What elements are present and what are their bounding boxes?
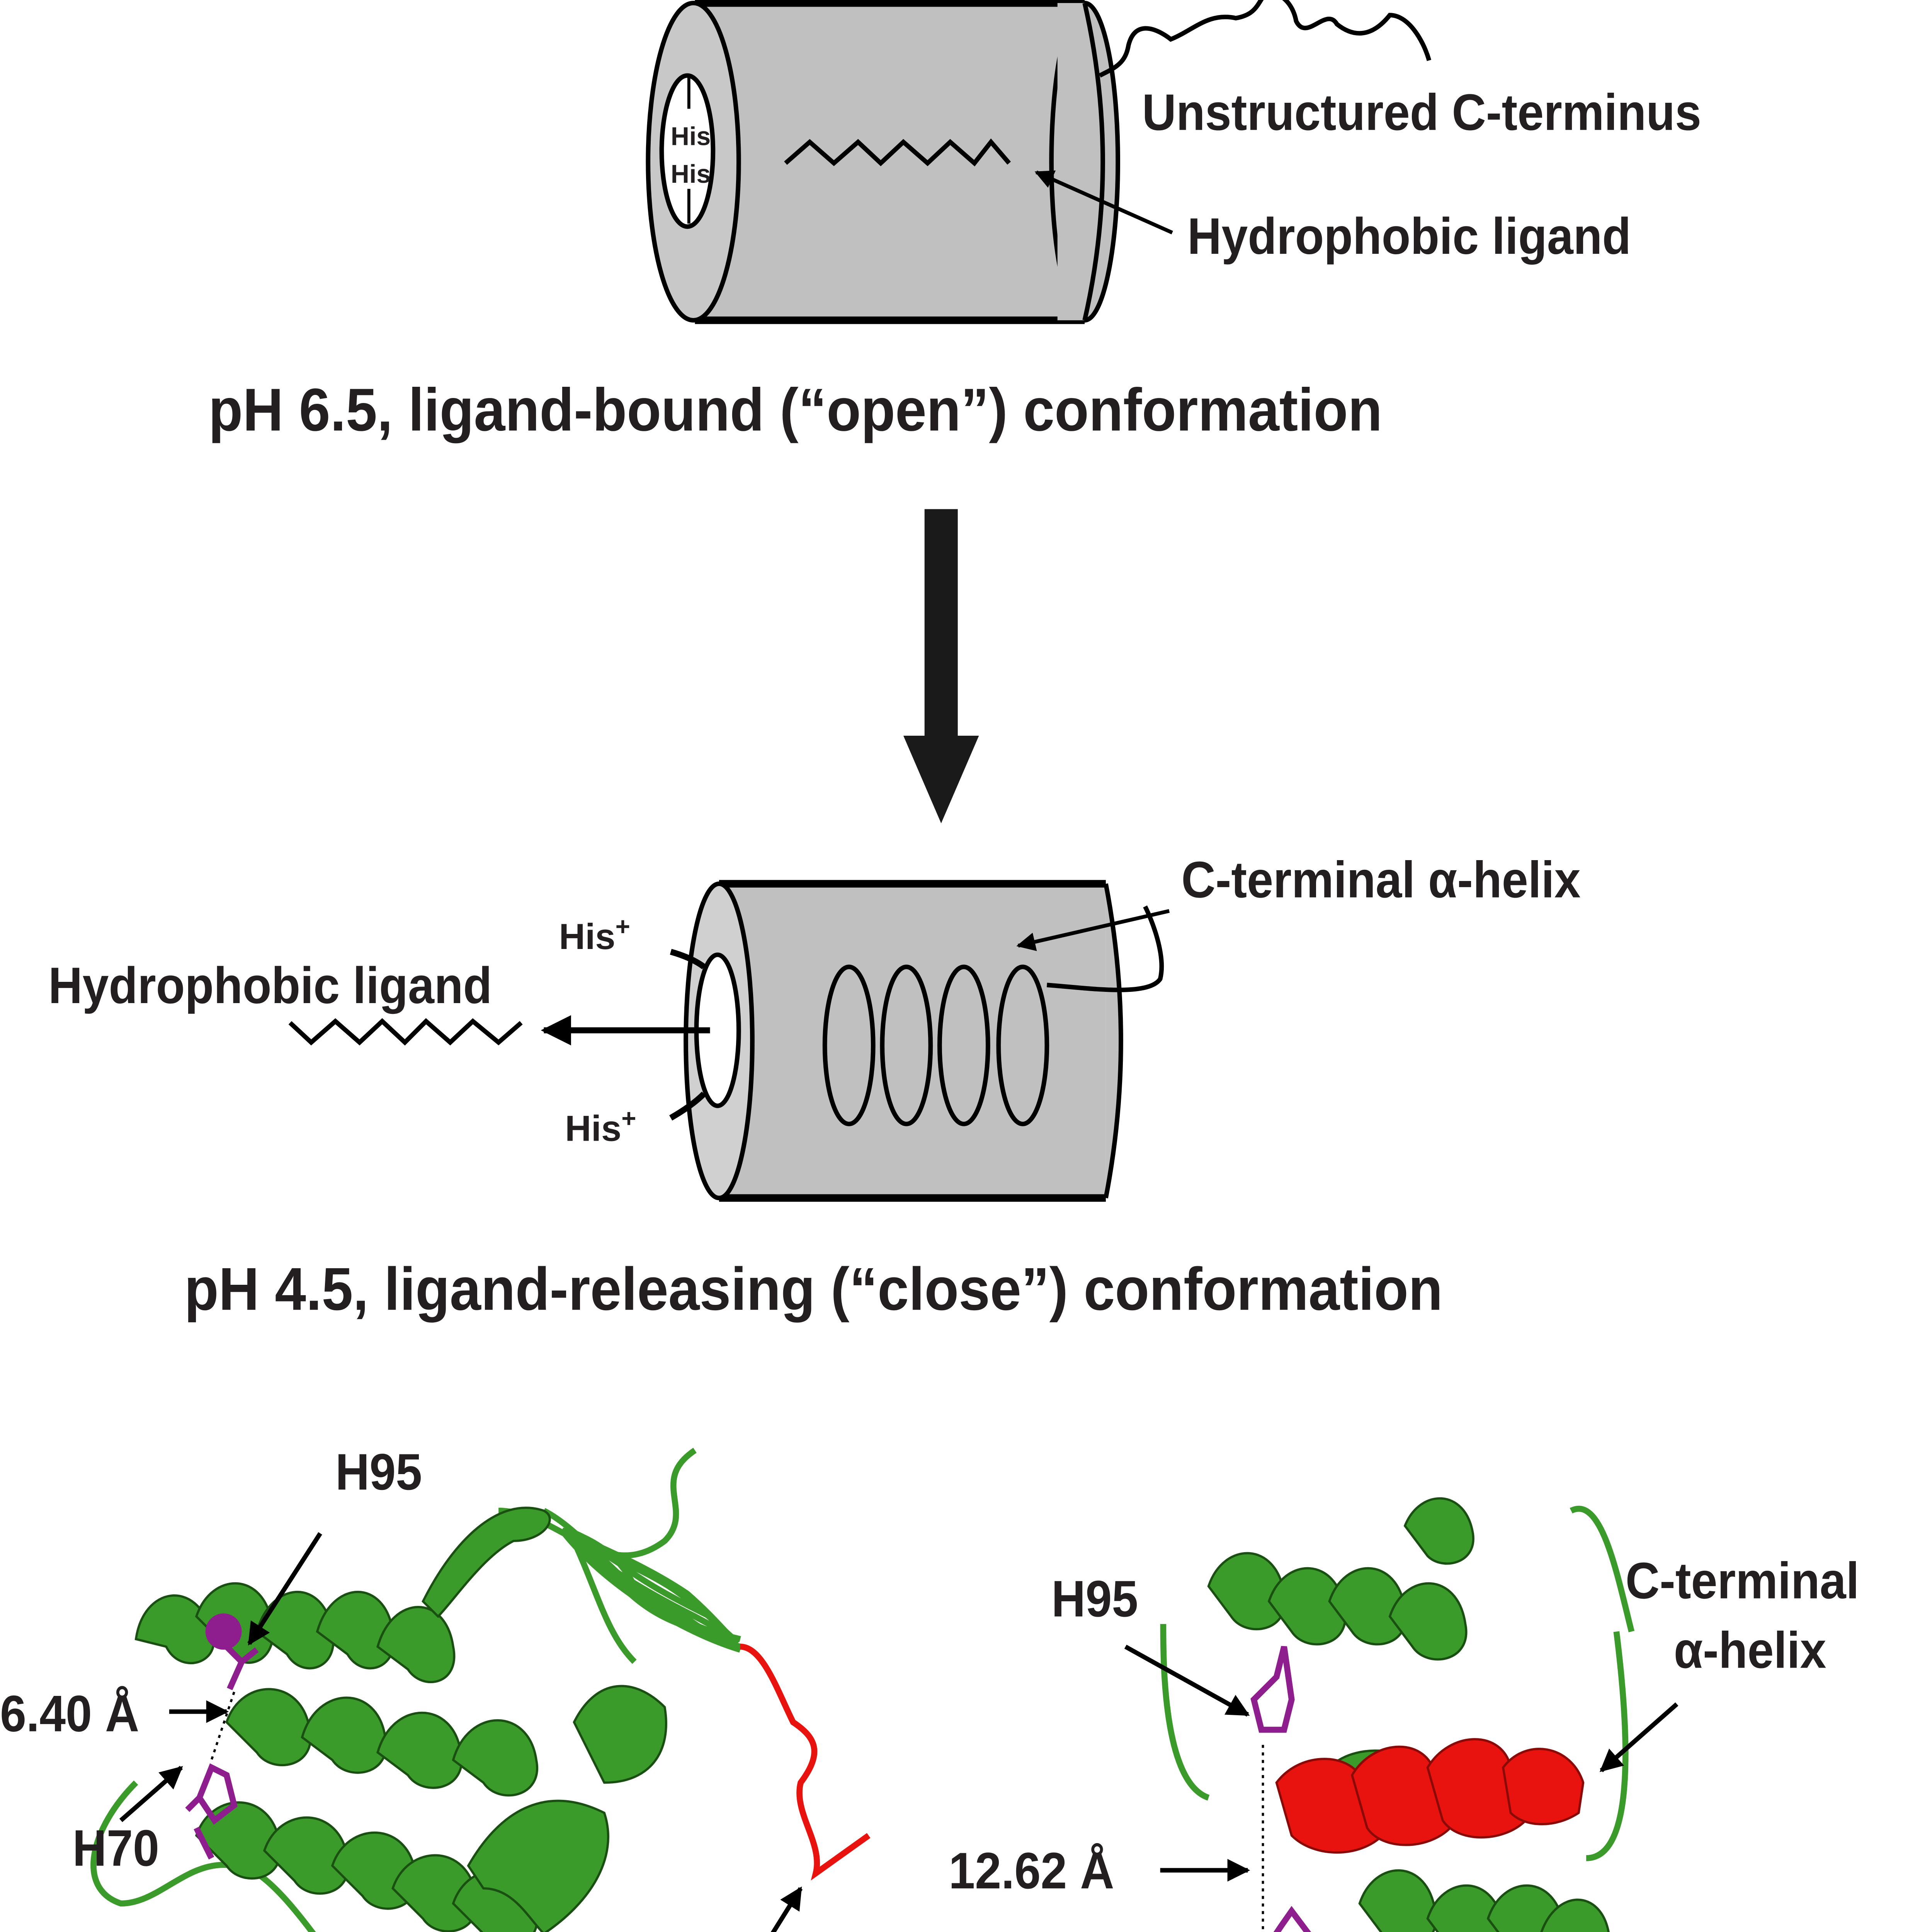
h95-pointer-arrow-icon (247, 1532, 322, 1646)
distance-label-close: 12.62 Å (949, 1843, 1114, 1901)
close-state-title: pH 4.5, ligand-releasing (“close”) confo… (184, 1257, 1443, 1323)
alpha-helix-icon (822, 905, 1164, 1126)
open-cylinder-illustration (646, 0, 1432, 324)
h95-label-close: H95 (1051, 1571, 1138, 1629)
helix-pointer-arrow-icon (1599, 1702, 1678, 1772)
down-arrow-icon (903, 509, 979, 823)
his-label-lower: His (670, 160, 711, 189)
closed-structure-render (1124, 1497, 1678, 1932)
closed-cylinder-illustration (288, 880, 1170, 1202)
h70-label-open: H70 (72, 1820, 160, 1878)
c-terminus-tail-icon (1099, 0, 1432, 78)
open-structure-render (90, 1447, 871, 1932)
helix-label: C-terminal α-helix (1181, 852, 1581, 910)
helix-pointer-arrow-icon (1016, 909, 1170, 951)
c-terminus-label: Unstructured C-terminus (1142, 84, 1702, 142)
his-plus-label-lower: His+ (565, 1104, 636, 1150)
his-label-upper: His (670, 122, 711, 151)
helix-label-close-line1: C-terminal (1625, 1553, 1859, 1611)
released-ligand-label: Hydrophobic ligand (48, 957, 492, 1015)
ligand-pointer-arrow-icon (1034, 170, 1173, 235)
ligand-label: Hydrophobic ligand (1187, 208, 1631, 266)
histidine-residues (1250, 1646, 1311, 1932)
h95-label-open: H95 (335, 1444, 422, 1502)
red-c-terminus-tail (740, 1643, 871, 1881)
tail-pointer-arrow-icon (770, 1886, 803, 1932)
distance-label-open: 6.40 Å (0, 1686, 139, 1743)
helix-label-close-line2: α-helix (1673, 1622, 1826, 1680)
h70-pointer-arrow-icon (119, 1765, 183, 1822)
open-state-title: pH 6.5, ligand-bound (“open”) conformati… (208, 378, 1383, 444)
histidine-residues (185, 1613, 259, 1860)
red-c-terminal-helix (1275, 1738, 1585, 1854)
his-plus-label-upper: His+ (559, 912, 631, 958)
h95-pointer-arrow-icon (1124, 1645, 1250, 1717)
